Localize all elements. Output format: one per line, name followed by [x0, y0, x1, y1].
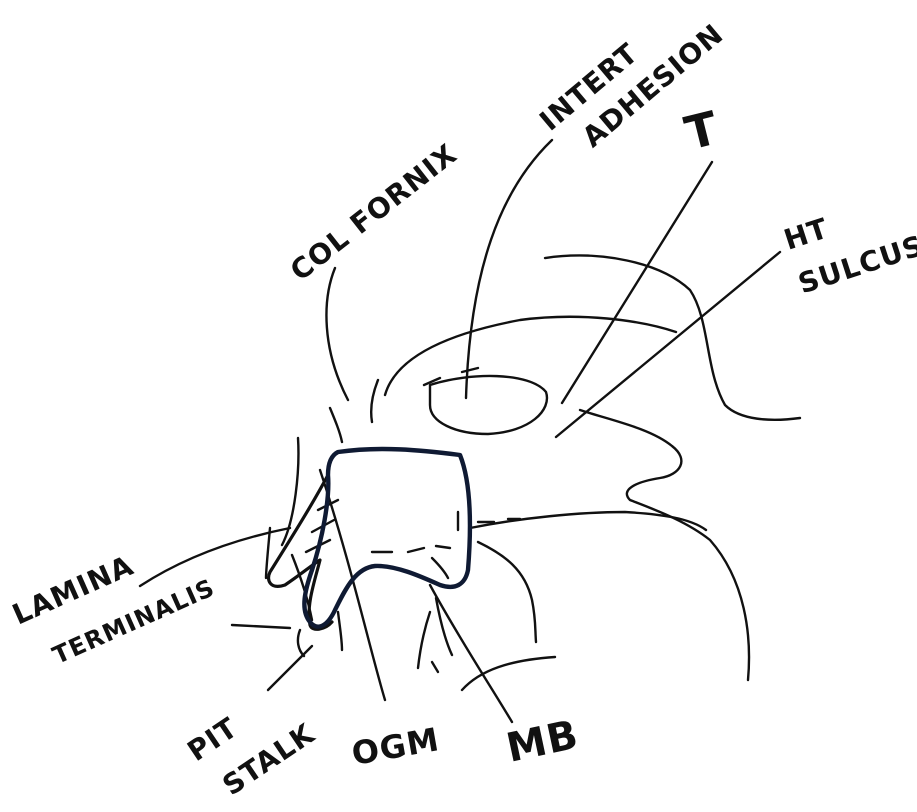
inner-stroke-1 — [436, 598, 452, 655]
t-text: T — [680, 100, 724, 160]
pit-stalk-leader — [268, 646, 312, 690]
mb-leader — [430, 585, 512, 722]
label-mb: MB — [503, 712, 583, 772]
posterior-dome — [545, 256, 800, 420]
label-ogm: OGM — [349, 720, 443, 773]
ogm-text: OGM — [349, 720, 443, 773]
hypothalamus-outline — [304, 449, 470, 627]
label-lamina-terminalis: LAMINA TERMINALIS — [7, 522, 219, 678]
posterior-contour — [580, 410, 749, 680]
midbrain-contour — [470, 512, 706, 530]
adhesion-oval — [430, 376, 547, 434]
anterior-stroke-6 — [232, 625, 290, 628]
col-fornix-leader — [326, 268, 348, 400]
mammillary-region — [478, 542, 536, 642]
outline-inner-dash — [372, 546, 450, 552]
label-pit-stalk: PIT STALK — [181, 677, 320, 808]
label-col-fornix: COL FORNIX — [284, 137, 463, 287]
anterior-stroke-4 — [371, 380, 378, 422]
anterior-stroke-3 — [330, 408, 342, 442]
ht-text: HT — [780, 212, 833, 257]
inner-stroke-3 — [432, 662, 438, 672]
col-fornix-text: COL FORNIX — [284, 137, 463, 287]
inner-stroke-2 — [418, 612, 430, 668]
pit-text: PIT — [181, 711, 243, 768]
anterior-stroke-7 — [298, 630, 304, 656]
label-t: T — [680, 100, 724, 160]
anterior-stroke-8 — [338, 612, 342, 650]
mb-text: MB — [503, 712, 583, 772]
pit-fold — [269, 475, 332, 629]
t-leader — [562, 162, 712, 403]
ht-sulcus-leader — [556, 252, 780, 437]
intert-adhesion-leader — [466, 140, 552, 398]
label-ht-sulcus: HT SULCUS — [780, 185, 917, 300]
